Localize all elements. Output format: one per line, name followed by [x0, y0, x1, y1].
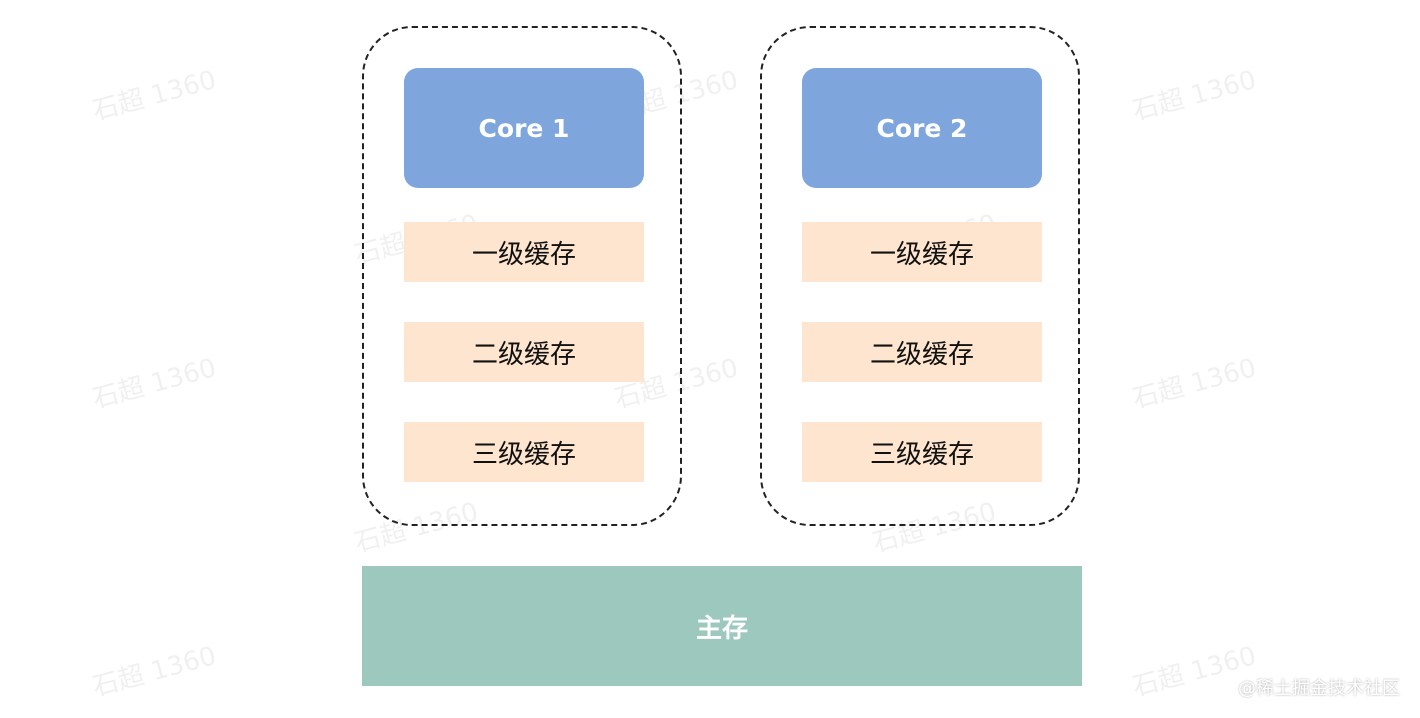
watermark: 石超 1360 [89, 641, 220, 703]
core-1-group: Core 1 一级缓存 二级缓存 三级缓存 [362, 26, 682, 526]
core-1-l1-cache: 一级缓存 [404, 222, 644, 282]
core-1-box: Core 1 [404, 68, 644, 188]
core-2-group: Core 2 一级缓存 二级缓存 三级缓存 [760, 26, 1080, 526]
watermark: 石超 1360 [89, 65, 220, 127]
core-2-box: Core 2 [802, 68, 1042, 188]
core-2-l3-cache: 三级缓存 [802, 422, 1042, 482]
core-2-l1-cache: 一级缓存 [802, 222, 1042, 282]
watermark: 石超 1360 [1129, 353, 1260, 415]
source-credit: @稀土掘金技术社区 [1238, 678, 1400, 699]
core-2-l2-cache: 二级缓存 [802, 322, 1042, 382]
main-memory-box: 主存 [362, 566, 1082, 686]
watermark: 石超 1360 [1129, 65, 1260, 127]
core-1-l3-cache: 三级缓存 [404, 422, 644, 482]
watermark: 石超 1360 [89, 353, 220, 415]
core-1-l2-cache: 二级缓存 [404, 322, 644, 382]
